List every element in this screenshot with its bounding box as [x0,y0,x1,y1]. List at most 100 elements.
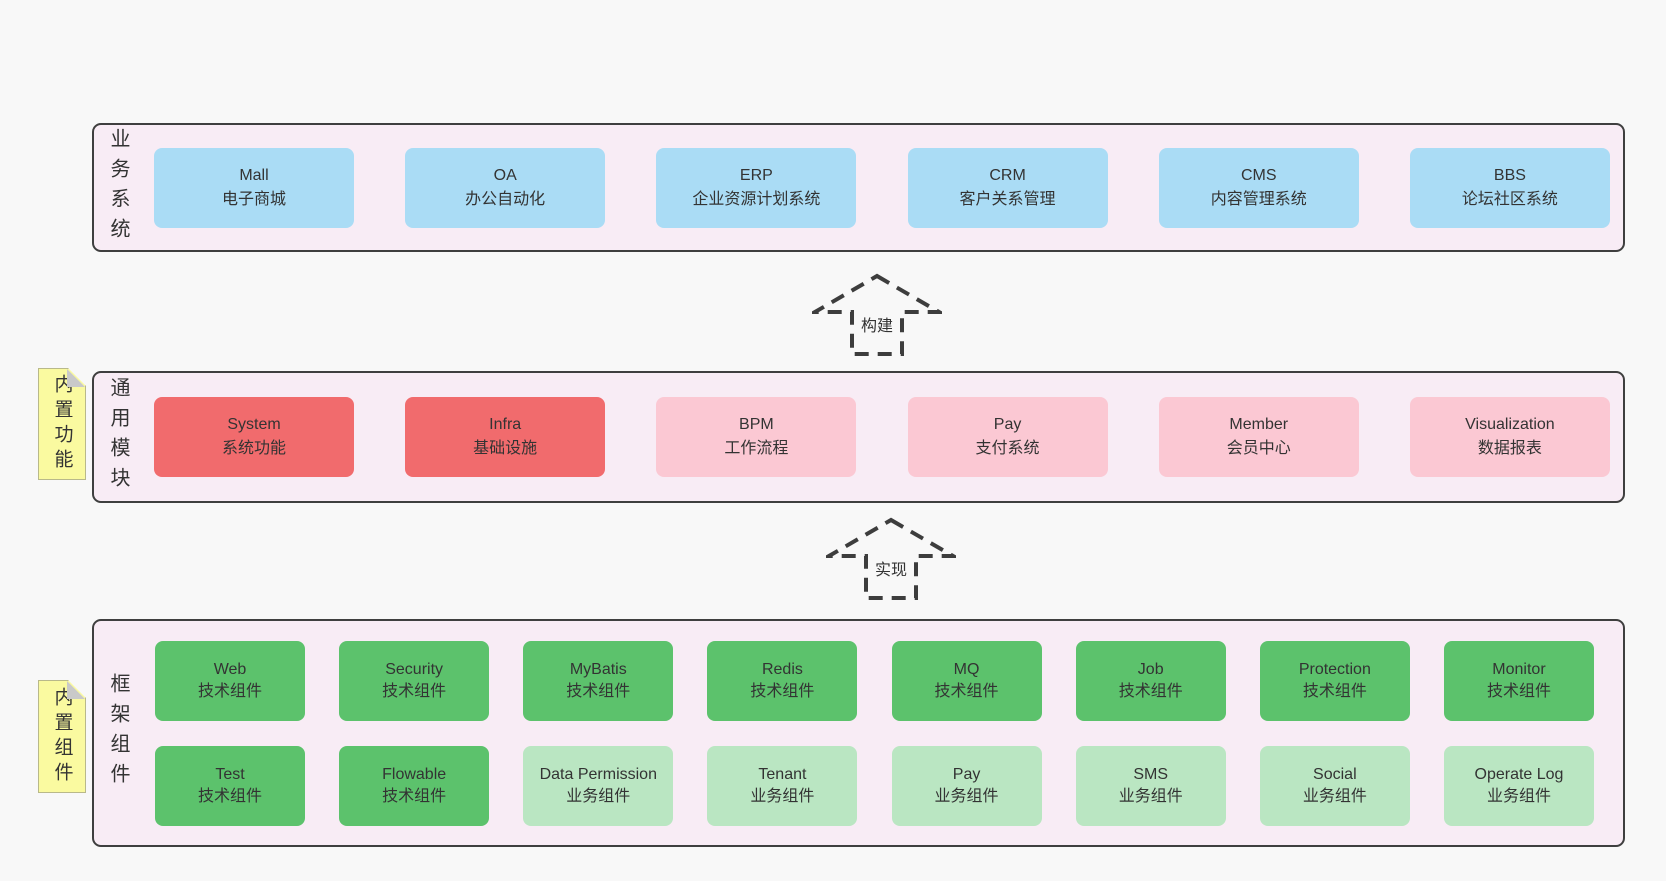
layer-business-systems: 业务系统 Mall 电子商城 OA 办公自动化 ERP 企业资源计划系统 CRM… [92,123,1625,252]
box-desc: 业务组件 [750,787,815,805]
box-desc: 数据报表 [1477,440,1542,457]
box-desc: 电子商城 [221,190,286,208]
box-name: CRM [989,166,1026,184]
box-name: MQ [953,660,980,678]
box-desc: 基础设施 [473,440,538,457]
box-name: CMS [1240,166,1277,184]
box-desc: 办公自动化 [465,190,546,208]
layer-label: 通用模块 [107,377,129,497]
box-name: Monitor [1492,660,1546,678]
box-desc: 技术组件 [566,682,631,700]
box-desc: 技术组件 [750,682,815,700]
box-desc: 业务组件 [1302,787,1367,805]
box-mq: MQ 技术组件 [891,640,1042,721]
box-name: Web [213,660,247,678]
box-mybatis: MyBatis 技术组件 [523,640,674,721]
box-desc: 会员中心 [1226,440,1291,457]
box-desc: 技术组件 [1302,682,1367,700]
note-label: 内置功能 [51,374,73,474]
box-desc: 技术组件 [934,682,999,700]
box-flowable: Flowable 技术组件 [339,745,490,826]
arrow-label: 实现 [870,556,912,580]
box-operate-log: Operate Log 业务组件 [1443,745,1594,826]
box-name: Redis [761,660,803,678]
box-infra: Infra 基础设施 [405,397,606,477]
box-desc: 内容管理系统 [1210,190,1307,208]
box-social: Social 业务组件 [1259,745,1410,826]
box-name: Mall [239,166,269,184]
box-desc: 支付系统 [975,440,1040,457]
box-test: Test 技术组件 [155,745,305,826]
box-redis: Redis 技术组件 [707,640,858,721]
box-job: Job 技术组件 [1075,640,1226,721]
box-desc: 技术组件 [1486,682,1551,700]
box-data-permission: Data Permission 业务组件 [523,745,674,826]
box-desc: 技术组件 [382,682,447,700]
layer-common-modules: 通用模块 System 系统功能 Infra 基础设施 BPM 工作流程 Pay… [92,371,1625,503]
layer-framework-components: 框架组件 Web 技术组件 Security 技术组件 MyBatis 技术组件… [92,619,1625,847]
box-security: Security 技术组件 [339,640,490,721]
layer-label: 业务系统 [107,127,129,248]
box-name: Data Permission [539,765,657,783]
box-pay-component: Pay 业务组件 [891,745,1042,826]
box-web: Web 技术组件 [155,640,305,721]
box-name: Test [215,765,245,783]
box-desc: 系统功能 [221,440,286,457]
box-monitor: Monitor 技术组件 [1443,640,1594,721]
box-name: MyBatis [569,660,627,678]
box-desc: 业务组件 [1486,787,1551,805]
box-desc: 论坛社区系统 [1461,190,1558,208]
box-bbs: BBS 论坛社区系统 [1409,147,1610,228]
box-name: Protection [1298,660,1371,678]
box-desc: 技术组件 [1118,682,1183,700]
box-name: OA [493,166,517,184]
box-name: Tenant [758,765,807,783]
box-bpm: BPM 工作流程 [656,397,857,477]
box-grid: Web 技术组件 Security 技术组件 MyBatis 技术组件 Redi… [94,640,1623,826]
box-name: Pay [993,416,1022,433]
box-name: Job [1137,660,1164,678]
box-name: Member [1229,416,1289,433]
layer-label: 框架组件 [107,673,129,793]
box-visualization: Visualization 数据报表 [1409,397,1610,477]
note-label: 内置组件 [51,686,73,787]
box-erp: ERP 企业资源计划系统 [656,147,857,228]
box-desc: 技术组件 [197,787,262,805]
box-name: Flowable [382,765,447,783]
box-name: ERP [739,166,773,184]
dashed-up-arrow-icon [826,517,956,600]
arrow-build: 构建 [812,273,942,357]
box-member: Member 会员中心 [1158,397,1359,477]
box-name: Infra [489,416,522,433]
box-name: Visualization [1465,416,1555,433]
box-row: Mall 电子商城 OA 办公自动化 ERP 企业资源计划系统 CRM 客户关系… [94,147,1623,228]
box-desc: 业务组件 [1118,787,1183,805]
box-desc: 技术组件 [197,682,262,700]
sticky-note-builtin-components: 内置组件 [38,680,86,793]
box-desc: 业务组件 [566,787,631,805]
box-sms: SMS 业务组件 [1075,745,1226,826]
arrow-label: 构建 [856,312,898,336]
box-desc: 业务组件 [934,787,999,805]
box-pay-module: Pay 支付系统 [907,397,1108,477]
box-row: System 系统功能 Infra 基础设施 BPM 工作流程 Pay 支付系统… [94,397,1623,477]
box-name: Operate Log [1474,765,1564,783]
box-tenant: Tenant 业务组件 [707,745,858,826]
box-name: Pay [952,765,981,783]
box-cms: CMS 内容管理系统 [1158,147,1359,228]
box-desc: 工作流程 [724,440,789,457]
box-desc: 企业资源计划系统 [692,190,821,208]
folded-corner-icon [67,369,85,387]
arrow-implement: 实现 [826,517,956,601]
box-system: System 系统功能 [154,397,354,477]
box-mall: Mall 电子商城 [154,147,354,228]
box-desc: 客户关系管理 [959,190,1056,208]
folded-corner-icon [67,681,85,699]
box-oa: OA 办公自动化 [405,147,606,228]
box-protection: Protection 技术组件 [1259,640,1410,721]
box-name: Social [1313,765,1357,783]
box-name: BBS [1493,166,1526,184]
dashed-up-arrow-icon [812,273,942,356]
box-crm: CRM 客户关系管理 [907,147,1108,228]
box-name: System [227,416,281,433]
